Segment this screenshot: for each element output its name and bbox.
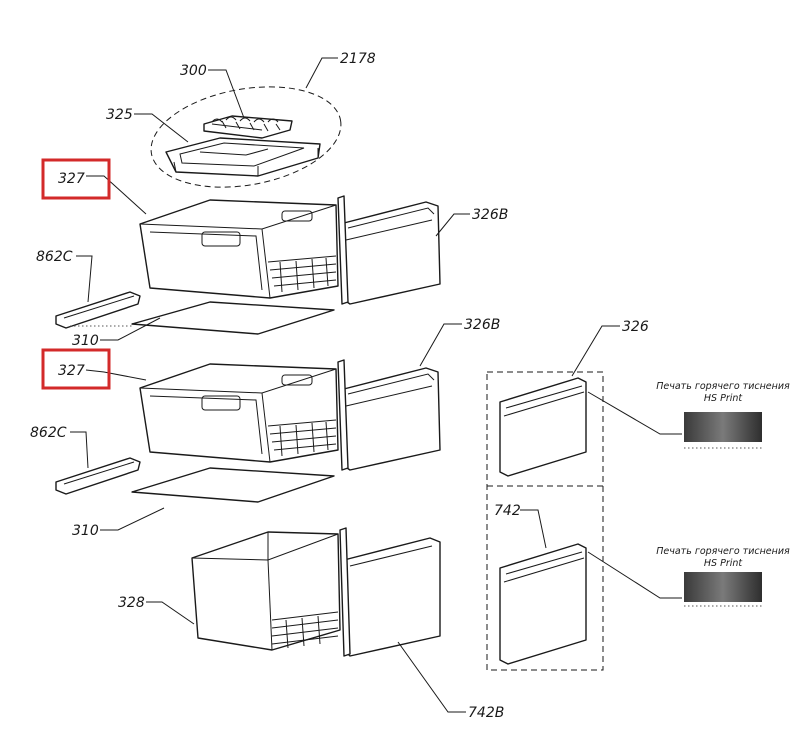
leader-lines	[70, 57, 682, 713]
callout-326B-top: 326B	[472, 207, 508, 223]
glass-shelf-310-top	[70, 301, 335, 335]
shelf-tray-325	[165, 137, 321, 177]
drawer-327-top	[139, 199, 339, 299]
callout-325: 325	[106, 107, 133, 123]
hs-print-note-ru-1: Печать горячего тиснения	[656, 381, 790, 392]
callout-327-mid: 327	[58, 363, 85, 379]
callout-310-top: 310	[72, 333, 99, 349]
callout-742B: 742B	[468, 705, 504, 721]
callout-326: 326	[622, 319, 649, 335]
hs-print-note-ru-2: Печать горячего тиснения	[656, 546, 790, 557]
hs-print-swatch-2	[684, 572, 762, 602]
drawer-327-mid	[139, 363, 339, 463]
hs-print-note-en-1: HS Print	[704, 393, 743, 404]
front-panel-326B-mid	[337, 359, 441, 471]
front-panel-326	[499, 377, 587, 477]
callout-862C-top: 862C	[36, 249, 73, 265]
highlight-box-327-mid	[41, 348, 111, 390]
front-panel-742	[499, 543, 587, 665]
top-tray-group	[150, 86, 342, 188]
drawer-328-bottom	[191, 531, 341, 651]
callout-2178: 2178	[340, 51, 376, 67]
callout-300: 300	[180, 63, 207, 79]
callout-326B-mid: 326B	[464, 317, 500, 333]
callout-328: 328	[118, 595, 145, 611]
front-panel-326B-top	[337, 195, 441, 305]
variant-dashed-frame	[486, 371, 604, 671]
egg-tray-300	[203, 115, 293, 139]
callout-310-mid: 310	[72, 523, 99, 539]
assembly-2178-dashed-ellipse	[150, 86, 342, 188]
callout-742: 742	[494, 503, 521, 519]
hs-print-swatch-1	[684, 412, 762, 442]
front-panel-742B	[339, 527, 441, 657]
handle-862C-mid	[55, 457, 141, 495]
handle-862C-top	[55, 291, 141, 329]
callout-327-top: 327	[58, 171, 85, 187]
highlight-box-327-top	[41, 158, 111, 200]
glass-shelf-310-mid	[131, 467, 335, 503]
hs-print-note-en-2: HS Print	[704, 558, 743, 569]
callout-862C-mid: 862C	[30, 425, 67, 441]
